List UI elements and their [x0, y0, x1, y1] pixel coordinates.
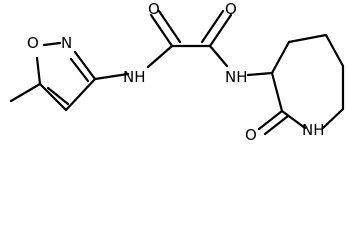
isoxazole-nitrogen-label: N: [61, 34, 72, 52]
right-carbonyl-nh-bond: [208, 44, 229, 68]
isoxazole-oxygen-label: O: [27, 34, 39, 52]
lactam-nh-label: NH: [302, 121, 325, 139]
left-carbonyl-oxygen-label: O: [148, 0, 160, 18]
structure-canvas: O N NH O O NH NH O: [9, 0, 345, 144]
lactam-oxygen-label: O: [245, 126, 257, 144]
ring-n-c2-bond: [280, 109, 307, 130]
left-carbonyl-double-bond-2: [157, 9, 182, 44]
isoxazole-c4-c3-bond: [64, 77, 97, 112]
left-carbonyl-double-bond-1: [149, 13, 174, 48]
right-nh-ring-bond: [246, 71, 274, 77]
lactam-carbonyl-double-bond-1: [257, 109, 284, 131]
lactam-carbonyl-double-bond-2: [263, 114, 290, 136]
ring-c4-c5-bond: [287, 33, 328, 44]
chemical-structure-diagram: O N NH O O NH NH O: [9, 0, 345, 144]
right-carbonyl-double-bond-1: [208, 13, 233, 48]
isoxazole-c3-nh-bond: [93, 72, 130, 81]
isoxazole-n-o-bond: [42, 41, 62, 47]
left-nh-carbonyl-bond: [146, 44, 174, 69]
isoxazole-c3-n-bond: [73, 50, 97, 81]
ring-c2-c3-bond: [270, 71, 284, 113]
isoxazole-c5-c4-bond: [38, 82, 68, 112]
right-amide-nh-label: NH: [225, 68, 248, 86]
methyl-bond: [9, 82, 42, 103]
left-amide-nh-label: NH: [123, 68, 146, 86]
ring-c5-c6-bond: [324, 33, 345, 68]
isoxazole-c5-c4-inner-bond: [46, 86, 70, 106]
right-carbonyl-oxygen-label: O: [225, 0, 237, 18]
ring-c3-c4-bond: [270, 40, 291, 75]
isoxazole-c3-n-inner-bond: [69, 57, 90, 83]
isoxazole-o-c5-bond: [35, 56, 42, 86]
right-carbonyl-double-bond-2: [200, 9, 225, 44]
ring-c7-n-bond: [321, 107, 345, 130]
